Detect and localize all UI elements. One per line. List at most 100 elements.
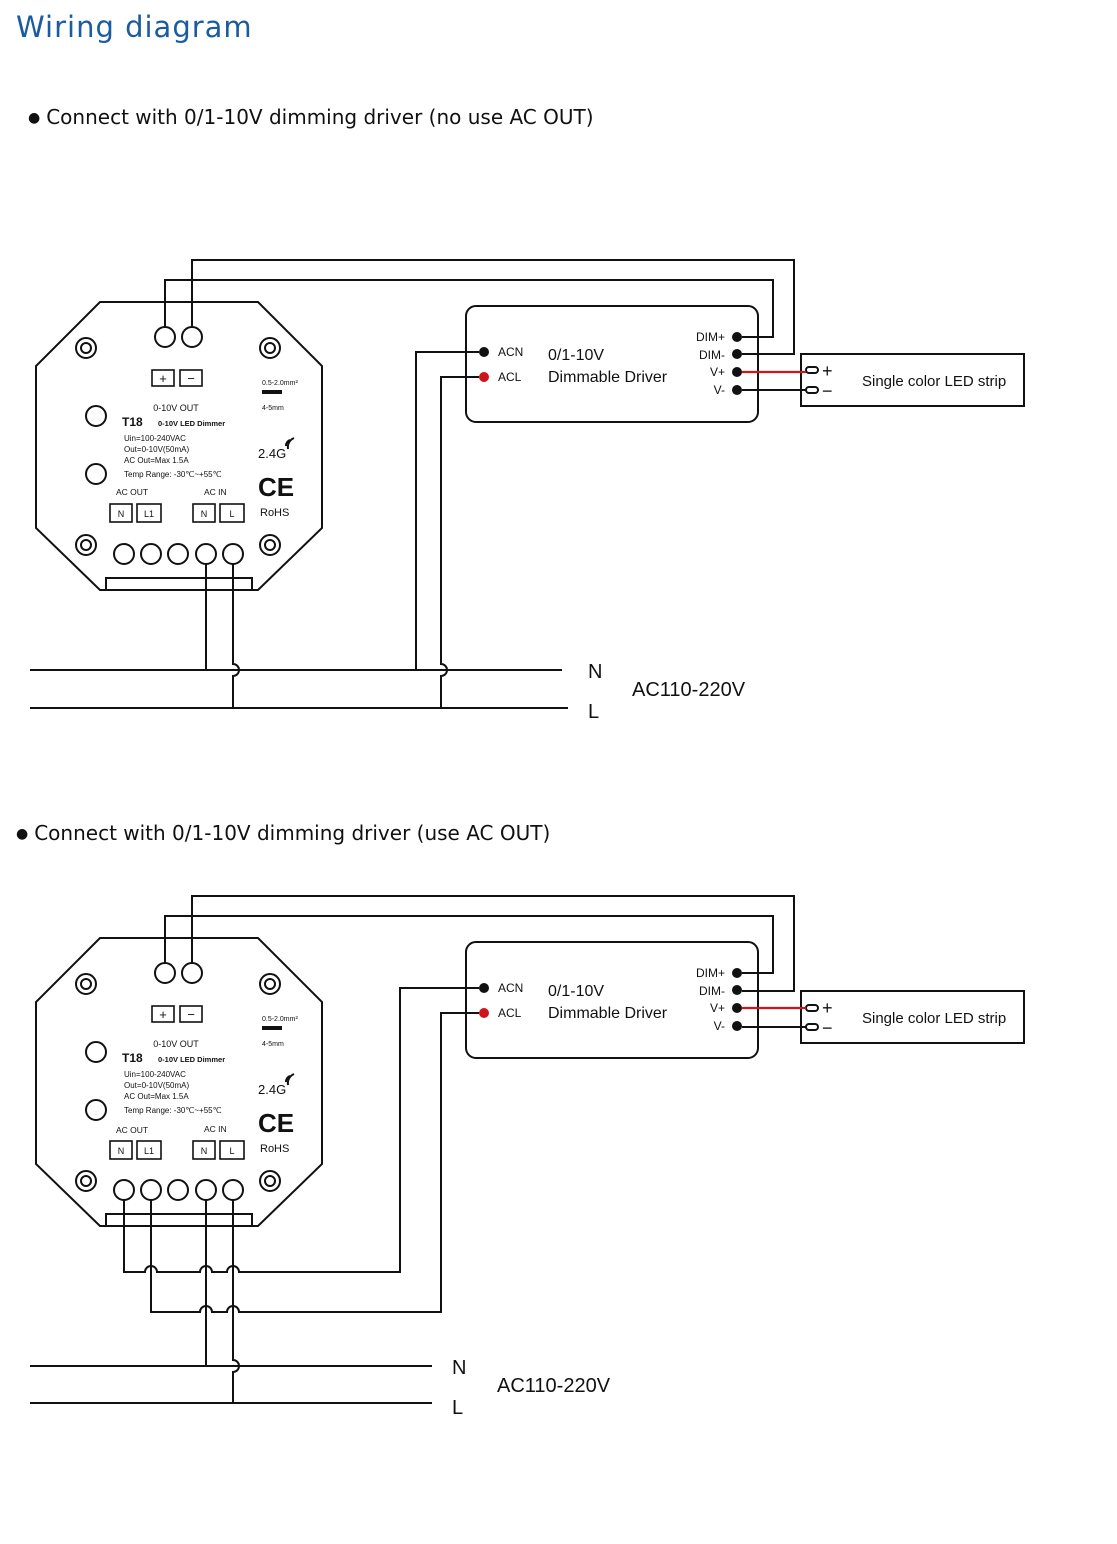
- dimmable-driver: ACN ACL 0/1-10V Dimmable Driver DIM+ DIM…: [465, 305, 759, 423]
- svg-text:−: −: [822, 381, 833, 401]
- spec-out: Out=0-10V(50mA): [124, 1081, 189, 1090]
- svg-text:L: L: [229, 1146, 234, 1156]
- svg-text:N: N: [201, 509, 208, 519]
- bullet-dot-icon: ●: [28, 110, 41, 126]
- svg-text:N: N: [118, 1146, 125, 1156]
- spec-uin: Uin=100-240VAC: [124, 1070, 186, 1079]
- wire-strip-icon: [262, 390, 282, 394]
- minus-label: −: [187, 1007, 195, 1022]
- ac-out-label: AC OUT: [116, 487, 148, 497]
- button-icon: [85, 1099, 107, 1121]
- model-label: T18: [122, 1051, 143, 1065]
- wires: [30, 895, 806, 1404]
- led-strip-label: Single color LED strip: [862, 1010, 1006, 1027]
- rohs-label: RoHS: [260, 1143, 289, 1155]
- strip-length: 4-5mm: [262, 1041, 284, 1048]
- svg-text:V-: V-: [714, 1019, 725, 1033]
- ce-mark: CE: [258, 1108, 294, 1138]
- mounting-hole-icon: [75, 337, 97, 359]
- ac-in-label: AC IN: [204, 1124, 227, 1134]
- wiring-diagram-2: + − 0-10V OUT T18 0-10V LED Dimmer Uin=1…: [30, 895, 1025, 1419]
- mounting-hole-icon: [259, 337, 281, 359]
- strip-length: 4-5mm: [262, 405, 284, 412]
- section-1-heading: ●Connect with 0/1-10V dimming driver (no…: [28, 105, 594, 129]
- acl-label: ACL: [498, 370, 522, 384]
- ac-in-label: AC IN: [204, 487, 227, 497]
- led-strip: + − Single color LED strip: [800, 990, 1025, 1044]
- subtitle-label: 0-10V LED Dimmer: [158, 419, 225, 428]
- button-icon: [85, 463, 107, 485]
- wireless-label: 2.4G: [258, 1082, 286, 1097]
- out-label: 0-10V OUT: [153, 1039, 199, 1049]
- plus-label: +: [159, 371, 167, 386]
- spec-ac: AC Out=Max 1.5A: [124, 1092, 189, 1101]
- driver-name-1: 0/1-10V: [548, 347, 604, 364]
- mounting-hole-icon: [75, 973, 97, 995]
- wire-spec: 0.5-2.0mm²: [262, 1016, 298, 1023]
- mounting-hole-icon: [75, 1170, 97, 1192]
- svg-text:N: N: [201, 1146, 208, 1156]
- terminal-ac-out-l1: [140, 543, 162, 565]
- driver-name-1: 0/1-10V: [548, 983, 604, 1000]
- svg-text:V+: V+: [710, 365, 725, 379]
- mounting-hole-icon: [259, 534, 281, 556]
- rohs-label: RoHS: [260, 507, 289, 519]
- ce-mark: CE: [258, 472, 294, 502]
- led-strip-label: Single color LED strip: [862, 373, 1006, 390]
- svg-text:+: +: [822, 998, 833, 1018]
- mains-voltage: AC110-220V: [632, 679, 746, 701]
- wireless-label: 2.4G: [258, 446, 286, 461]
- svg-text:V-: V-: [714, 383, 725, 397]
- ac-out-label: AC OUT: [116, 1125, 148, 1135]
- svg-text:DIM+: DIM+: [696, 330, 725, 344]
- terminal-unused: [167, 1179, 189, 1201]
- spec-uin: Uin=100-240VAC: [124, 434, 186, 443]
- spec-temp: Temp Range: -30℃~+55℃: [124, 470, 222, 479]
- driver-name-2: Dimmable Driver: [548, 1005, 668, 1022]
- wire-strip-icon: [262, 1026, 282, 1030]
- spec-out: Out=0-10V(50mA): [124, 445, 189, 454]
- section-2-heading: ●Connect with 0/1-10V dimming driver (us…: [16, 821, 551, 845]
- wire-spec: 0.5-2.0mm²: [262, 380, 298, 387]
- svg-text:L1: L1: [144, 509, 154, 519]
- button-icon: [85, 405, 107, 427]
- bullet-dot-icon: ●: [16, 826, 29, 842]
- spec-temp: Temp Range: -30℃~+55℃: [124, 1106, 222, 1115]
- mounting-hole-icon: [259, 973, 281, 995]
- svg-text:−: −: [822, 1018, 833, 1038]
- plus-label: +: [159, 1007, 167, 1022]
- wiring-diagram-1: + − 0-10V OUT T18 0-10V LED Dimmer Uin=1…: [30, 259, 1025, 723]
- svg-text:DIM-: DIM-: [699, 348, 725, 362]
- dimmable-driver: ACN ACL 0/1-10V Dimmable Driver DIM+ DIM…: [465, 941, 759, 1059]
- out-label: 0-10V OUT: [153, 403, 199, 413]
- mains-n: N: [452, 1357, 466, 1379]
- terminal-unused: [167, 543, 189, 565]
- terminal-ac-out-n: [113, 543, 135, 565]
- mains-voltage: AC110-220V: [497, 1375, 611, 1397]
- svg-text:N: N: [118, 509, 125, 519]
- page-title: Wiring diagram: [16, 10, 253, 44]
- led-strip: + − Single color LED strip: [800, 353, 1025, 407]
- svg-text:L: L: [229, 509, 234, 519]
- driver-name-2: Dimmable Driver: [548, 369, 668, 386]
- model-label: T18: [122, 415, 143, 429]
- button-icon: [85, 1041, 107, 1063]
- acn-label: ACN: [498, 345, 523, 359]
- svg-text:V+: V+: [710, 1001, 725, 1015]
- wireless-icon: [285, 1073, 295, 1086]
- wireless-icon: [285, 437, 295, 450]
- mains-l: L: [452, 1397, 463, 1419]
- acl-label: ACL: [498, 1006, 522, 1020]
- spec-ac: AC Out=Max 1.5A: [124, 456, 189, 465]
- svg-text:+: +: [822, 361, 833, 381]
- minus-label: −: [187, 371, 195, 386]
- svg-text:DIM-: DIM-: [699, 984, 725, 998]
- mounting-hole-icon: [75, 534, 97, 556]
- wires: [30, 259, 806, 709]
- mains-n: N: [588, 661, 602, 683]
- acn-label: ACN: [498, 981, 523, 995]
- svg-text:DIM+: DIM+: [696, 966, 725, 980]
- mounting-hole-icon: [259, 1170, 281, 1192]
- mains-l: L: [588, 701, 599, 723]
- t18-dimmer: + − 0-10V OUT T18 0-10V LED Dimmer Uin=1…: [35, 301, 323, 591]
